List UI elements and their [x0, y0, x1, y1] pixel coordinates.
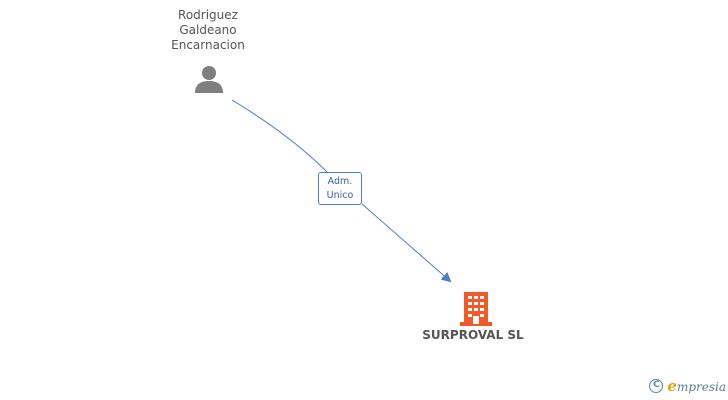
person-icon[interactable] — [194, 64, 224, 94]
person-name[interactable]: Rodriguez Galdeano Encarnacion — [148, 8, 268, 53]
role-label[interactable]: Adm. Unico — [318, 172, 362, 205]
brand-first-letter: e — [667, 377, 677, 395]
company-name[interactable]: SURPROVAL SL — [422, 328, 524, 342]
edge-role-to-company — [361, 203, 452, 283]
building-icon[interactable] — [460, 290, 492, 326]
person-name-line-1: Rodriguez — [178, 8, 238, 22]
role-line-2: Unico — [326, 190, 354, 201]
edge-person-to-role — [231, 99, 328, 173]
footer-brand[interactable]: C empresia — [649, 377, 726, 395]
brand-rest: mpresia — [676, 380, 726, 394]
person-name-line-3: Encarnacion — [171, 38, 245, 52]
role-line-1: Adm. — [327, 176, 353, 187]
brand-logo: empresia — [667, 377, 726, 395]
copyright-icon: C — [649, 379, 664, 393]
person-name-line-2: Galdeano — [179, 23, 237, 37]
